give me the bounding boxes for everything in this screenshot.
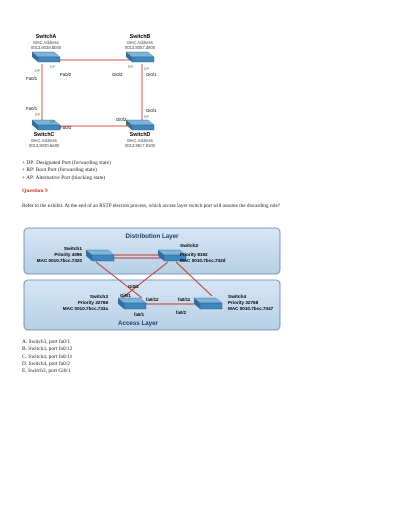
switch4-icon <box>193 297 223 310</box>
link-s2-s3 <box>121 261 169 299</box>
switch4-priority: Priority 32768 <box>228 300 259 305</box>
answer-option-d: D. Switch4, port fa0/2 <box>22 360 71 367</box>
port-c-fa01: Fa0/1 <box>26 106 38 111</box>
port-d-gi02: Gi0/2 <box>116 117 127 122</box>
switch2-priority: Priority 8192 <box>180 252 208 257</box>
question-title: Question 9 <box>22 188 48 194</box>
switch-a-mac: 0013.8038.6b00 <box>31 45 62 50</box>
switch-d-mac-label: MAC Address <box>127 138 153 143</box>
switch3-mac: MAC 0010.7bcc.733a <box>63 306 109 311</box>
port-fa011: fa0/11 <box>178 297 191 302</box>
access-layer-panel <box>23 279 281 331</box>
switch-b-name: SwitchB <box>130 34 151 40</box>
role-a-fa01: DP <box>35 69 41 73</box>
switch3-name: Switch3 <box>90 294 108 300</box>
switch-b-mac: 0013.8057.d600 <box>125 45 156 50</box>
link-s2-s4 <box>175 261 213 297</box>
answer-option-b: B. Switch3, port fa0/12 <box>22 346 73 353</box>
switch-c-icon <box>31 119 61 131</box>
switch-c-mac-label: MAC Address <box>31 138 57 143</box>
port-b-gi01: Gi0/1 <box>146 72 157 77</box>
legend-item: + AP: Alternative Port (blocking state) <box>22 174 106 181</box>
legend-item: + DP: Designated Port (forwarding state) <box>22 160 111 166</box>
switch-c-name: SwitchC <box>34 132 55 138</box>
legend-item: + RP: Root Port (forwarding state) <box>22 167 97 174</box>
distribution-access-figure: Distribution Layer Access Layer Switch1 … <box>22 226 282 334</box>
answer-list: A. Switch3, port fa0/1 B. Switch3, port … <box>22 339 72 375</box>
role-a-fa02: DP <box>50 65 56 69</box>
switch2-mac: MAC 0010.7bcc.732d <box>180 258 226 263</box>
role-d-gi02: AP <box>126 124 131 128</box>
switch-a-icon <box>31 51 61 63</box>
port-fa02: fa0/2 <box>176 310 187 315</box>
switch2-name: Switch2 <box>180 243 198 249</box>
port-b-gi02: Gi0/2 <box>112 72 123 77</box>
role-d-gi01: RP <box>144 115 150 119</box>
port-gi02: Gi0/2 <box>128 284 139 289</box>
answer-option-c: C. Switch4, port fa0/11 <box>22 353 73 360</box>
port-fa012: fa0/12 <box>146 297 159 302</box>
rstp-topology-figure: SwitchA MAC Address 0013.8038.6b00 Switc… <box>22 30 162 154</box>
link-s1-s3 <box>95 261 143 299</box>
switch4-name: Switch4 <box>228 294 246 300</box>
switch1-priority: Priority 4096 <box>54 252 82 257</box>
switch2-icon <box>157 249 187 262</box>
role-c-fa01: RP <box>35 113 41 117</box>
switch-d-mac: 0013.88c7.8100 <box>125 143 156 148</box>
role-b-gi01: DP <box>144 67 150 71</box>
switch1-mac: MAC 0010.7bcc.7320 <box>37 258 83 263</box>
answer-option-e: E. Switch3, port Gi0/1 <box>22 368 71 375</box>
switch-a-name: SwitchA <box>36 34 57 40</box>
port-gi01: Gi0/1 <box>120 293 131 298</box>
answer-option-a: A. Switch3, port fa0/1 <box>22 339 71 345</box>
switch3-priority: Priority 32768 <box>78 300 109 305</box>
switch-d-icon <box>125 119 155 131</box>
switch1-name: Switch1 <box>64 246 82 252</box>
switch1-icon <box>85 249 115 262</box>
port-c-fa02: Fa0/2 <box>60 125 72 130</box>
question-text: Refer to the exhibit. At the end of an R… <box>22 203 281 209</box>
switch3-icon <box>117 297 147 310</box>
port-fa01: fa0/1 <box>134 312 145 317</box>
switch-c-mac: 0013.8030.5e80 <box>29 143 60 148</box>
role-b-gi02: RP <box>128 65 134 69</box>
distribution-layer-label: Distribution Layer <box>126 233 180 240</box>
port-d-gi01: Gi0/1 <box>146 108 157 113</box>
switch-a-mac-label: MAC Address <box>33 40 59 45</box>
port-a-fa01: Fa0/1 <box>26 76 38 81</box>
switch-b-icon <box>125 51 155 63</box>
switch-d-name: SwitchD <box>130 132 151 138</box>
port-a-fa02: Fa0/2 <box>60 72 72 77</box>
access-layer-label: Access Layer <box>118 320 158 327</box>
port-role-legend: + DP: Designated Port (forwarding state)… <box>22 160 111 182</box>
role-c-fa02: DP <box>50 120 56 124</box>
switch-b-mac-label: MAC Address <box>127 40 153 45</box>
switch4-mac: MAC 0010.7bcc.7347 <box>228 306 274 311</box>
